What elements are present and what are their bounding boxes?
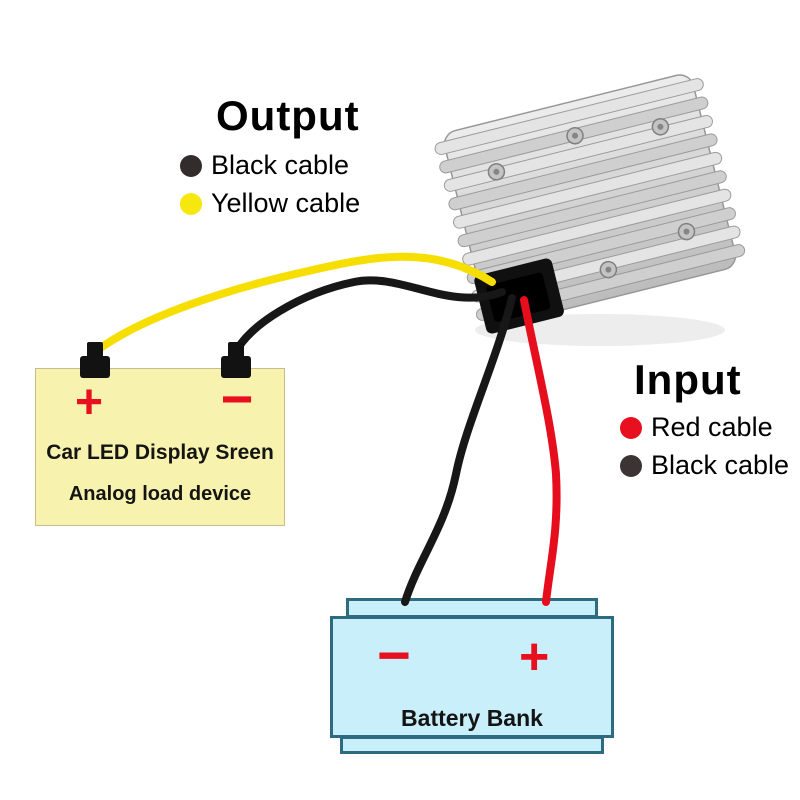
screw-icon: [513, 267, 532, 286]
battery-base: [340, 736, 604, 754]
mounting-screws: [487, 118, 696, 286]
input-red-cable-row: Red cable: [620, 412, 789, 443]
input-legend: Input Red cable Black cable: [620, 356, 789, 481]
black-output-cable: [232, 276, 506, 356]
output-legend: Output Black cable Yellow cable: [180, 92, 360, 219]
battery-body: − + Battery Bank: [330, 616, 614, 738]
black-input-cable: [401, 294, 516, 606]
load-device-title: Car LED Display Sreen: [46, 441, 274, 464]
screw-icon: [651, 118, 670, 136]
input-red-cable-label: Red cable: [651, 412, 773, 442]
yellow-cable-dot-icon: [180, 192, 202, 215]
output-black-cable-row: Black cable: [180, 150, 360, 181]
battery-label: Battery Bank: [401, 705, 543, 731]
battery-plus-symbol: +: [519, 628, 550, 686]
heatsink-fins: [434, 78, 746, 321]
output-black-cable-label: Black cable: [211, 150, 350, 180]
input-black-cable-label: Black cable: [651, 450, 790, 480]
connector-slot: [486, 272, 551, 322]
red-input-cable: [520, 296, 561, 606]
battery-bank: − + Battery Bank: [330, 598, 614, 756]
battery-minus-symbol: −: [377, 623, 411, 688]
screw-icon: [599, 260, 618, 279]
screw-icon: [487, 163, 506, 181]
input-legend-title: Input: [634, 356, 742, 403]
screw-icon: [677, 222, 696, 241]
red-cable-dot-icon: [620, 416, 642, 439]
module-shadow: [475, 314, 725, 346]
yellow-output-cable: [91, 252, 496, 356]
screw-icon: [566, 126, 584, 145]
input-black-cable-row: Black cable: [620, 450, 789, 481]
output-legend-title: Output: [216, 92, 360, 139]
converter-module: [434, 74, 746, 334]
load-device-subtitle: Analog load device: [68, 483, 252, 505]
output-connector-block: [474, 258, 564, 334]
heatsink-body: [443, 74, 737, 326]
battery-lid: [346, 598, 598, 618]
load-plus-symbol: +: [74, 376, 104, 429]
output-yellow-cable-label: Yellow cable: [211, 188, 361, 218]
output-yellow-cable-row: Yellow cable: [180, 188, 360, 219]
load-device-box: + − Car LED Display Sreen Analog load de…: [35, 368, 285, 526]
load-minus-symbol: −: [220, 367, 254, 430]
black-cable-dot-icon: [180, 154, 202, 177]
black-cable-dot-icon: [620, 454, 642, 477]
